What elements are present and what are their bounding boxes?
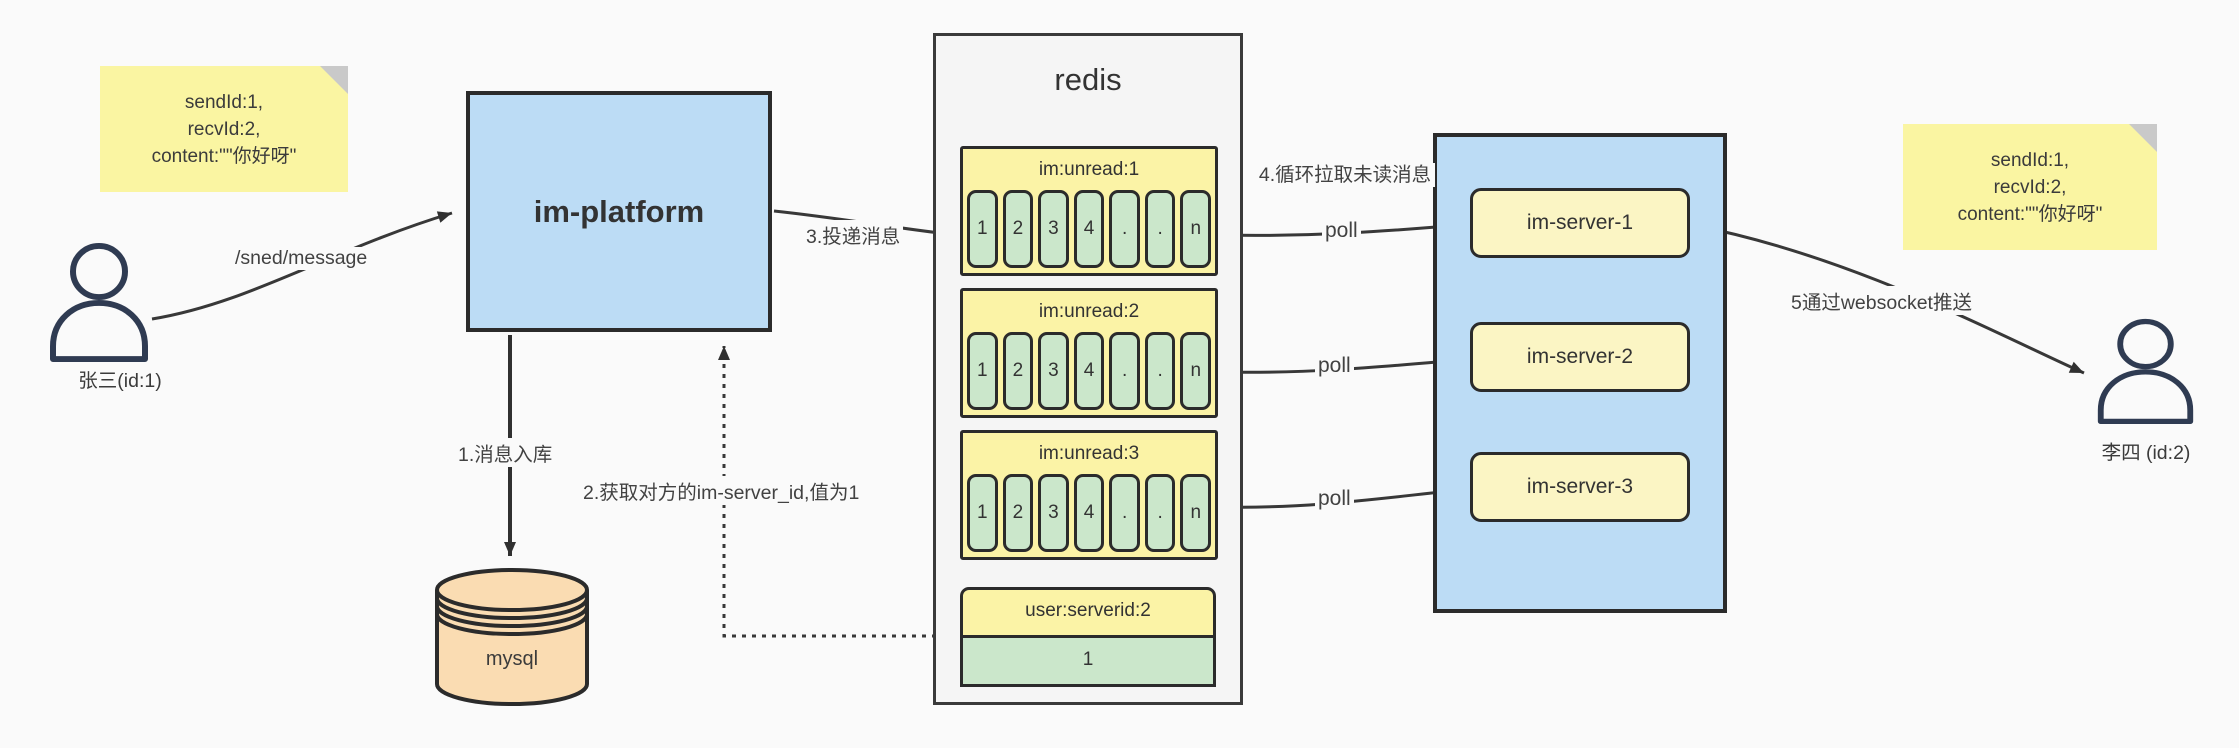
queue-cell: n bbox=[1180, 190, 1212, 268]
edge-label-step2: 2.获取对方的im-server_id,值为1 bbox=[580, 476, 863, 505]
queue-cell: . bbox=[1144, 474, 1176, 552]
edge-label-step4: 4.循环拉取未读消息 bbox=[1255, 163, 1435, 187]
edge-label-step1: 1.消息入库 bbox=[455, 438, 556, 467]
sticky-note-right: sendId:1, recvId:2, content:""你好呀" bbox=[1903, 124, 2157, 250]
im-server-1-node: im-server-1 bbox=[1470, 188, 1690, 258]
queue-cell: 1 bbox=[967, 332, 998, 410]
queue-im-unread-3: im:unread:3 1 2 3 4 . . n bbox=[960, 430, 1218, 560]
im-server-3-node: im-server-3 bbox=[1470, 452, 1690, 522]
receiver-label: 李四 (id:2) bbox=[2101, 442, 2191, 464]
note-line: content:""你好呀" bbox=[151, 146, 297, 167]
user-icon-receiver bbox=[2097, 318, 2194, 424]
queue-cell: 3 bbox=[1038, 474, 1069, 552]
queue-cells: 1 2 3 4 . . n bbox=[963, 474, 1215, 552]
queue-cell: 4 bbox=[1073, 190, 1105, 268]
sender-label: 张三(id:1) bbox=[78, 370, 162, 392]
queue-title: im:unread:3 bbox=[1038, 443, 1140, 464]
queue-cell: . bbox=[1109, 332, 1140, 410]
note-line: sendId:1, bbox=[184, 92, 264, 113]
note-line: content:""你好呀" bbox=[1957, 204, 2103, 225]
queue-cell: 4 bbox=[1073, 474, 1105, 552]
queue-cell: 3 bbox=[1038, 190, 1069, 268]
kv-title: user:serverid:2 bbox=[960, 587, 1216, 638]
queue-im-unread-2: im:unread:2 1 2 3 4 . . n bbox=[960, 288, 1218, 418]
note-left-text: sendId:1, recvId:2, content:""你好呀" bbox=[100, 89, 348, 170]
queue-cell: . bbox=[1109, 190, 1140, 268]
note-line: recvId:2, bbox=[1993, 177, 2067, 198]
im-platform-label: im-platform bbox=[533, 193, 705, 229]
queue-cell: n bbox=[1180, 332, 1212, 410]
note-right-text: sendId:1, recvId:2, content:""你好呀" bbox=[1903, 147, 2157, 228]
mysql-label: mysql bbox=[485, 648, 539, 670]
edge-label-poll-1: poll bbox=[1322, 219, 1361, 243]
queue-cell: 2 bbox=[1002, 332, 1034, 410]
queue-cell: . bbox=[1144, 190, 1176, 268]
edge-label-step5: 5通过websocket推送 bbox=[1788, 286, 1975, 315]
kv-value: 1 bbox=[960, 638, 1216, 687]
queue-cell: 1 bbox=[967, 474, 998, 552]
mysql-database-icon bbox=[435, 568, 589, 706]
edge-label-send-message: /sned/message bbox=[232, 247, 371, 270]
folded-corner-icon bbox=[320, 66, 348, 94]
queue-cell: 2 bbox=[1002, 190, 1034, 268]
im-platform-node: im-platform bbox=[466, 91, 772, 332]
edge-label-poll-2: poll bbox=[1315, 354, 1354, 378]
queue-cell: 1 bbox=[967, 190, 998, 268]
edge-label-step3: 3.投递消息 bbox=[803, 220, 904, 249]
queue-title: im:unread:1 bbox=[1038, 159, 1140, 180]
note-line: sendId:1, bbox=[1990, 150, 2070, 171]
edge-send-message bbox=[151, 211, 453, 321]
queue-cell: n bbox=[1180, 474, 1212, 552]
queue-cells: 1 2 3 4 . . n bbox=[963, 190, 1215, 268]
queue-title: im:unread:2 bbox=[1038, 301, 1140, 322]
edge-get-serverid-dotted bbox=[718, 346, 956, 638]
sticky-note-left: sendId:1, recvId:2, content:""你好呀" bbox=[100, 66, 348, 192]
edge-label-poll-3: poll bbox=[1315, 487, 1354, 511]
queue-cell: . bbox=[1144, 332, 1176, 410]
queue-cells: 1 2 3 4 . . n bbox=[963, 332, 1215, 410]
redis-title: redis bbox=[1054, 62, 1122, 97]
im-server-2-node: im-server-2 bbox=[1470, 322, 1690, 392]
user-icon-sender bbox=[50, 242, 148, 362]
note-line: recvId:2, bbox=[187, 119, 261, 140]
queue-cell: 3 bbox=[1038, 332, 1069, 410]
kv-user-serverid: user:serverid:2 1 bbox=[960, 587, 1216, 687]
queue-cell: . bbox=[1109, 474, 1140, 552]
folded-corner-icon bbox=[2129, 124, 2157, 152]
queue-im-unread-1: im:unread:1 1 2 3 4 . . n bbox=[960, 146, 1218, 276]
queue-cell: 4 bbox=[1073, 332, 1105, 410]
queue-cell: 2 bbox=[1002, 474, 1034, 552]
